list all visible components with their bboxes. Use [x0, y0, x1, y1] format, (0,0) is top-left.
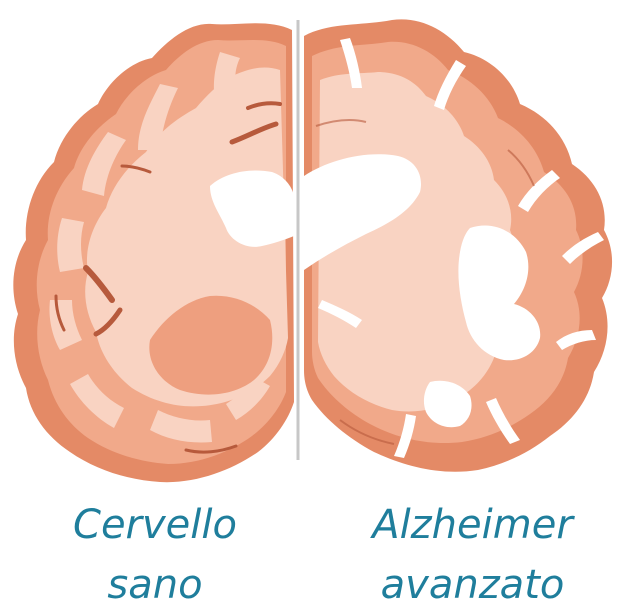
alzheimer-brain-hemisphere: [304, 19, 612, 471]
caption-alzheimer-line2: avanzato: [330, 565, 615, 605]
caption-healthy-line2: sano: [20, 565, 290, 605]
caption-alzheimer-line1: Alzheimer: [330, 505, 615, 545]
caption-healthy-line1: Cervello: [20, 505, 290, 545]
healthy-brain-hemisphere: [13, 23, 294, 482]
brain-comparison-illustration: [0, 0, 624, 500]
